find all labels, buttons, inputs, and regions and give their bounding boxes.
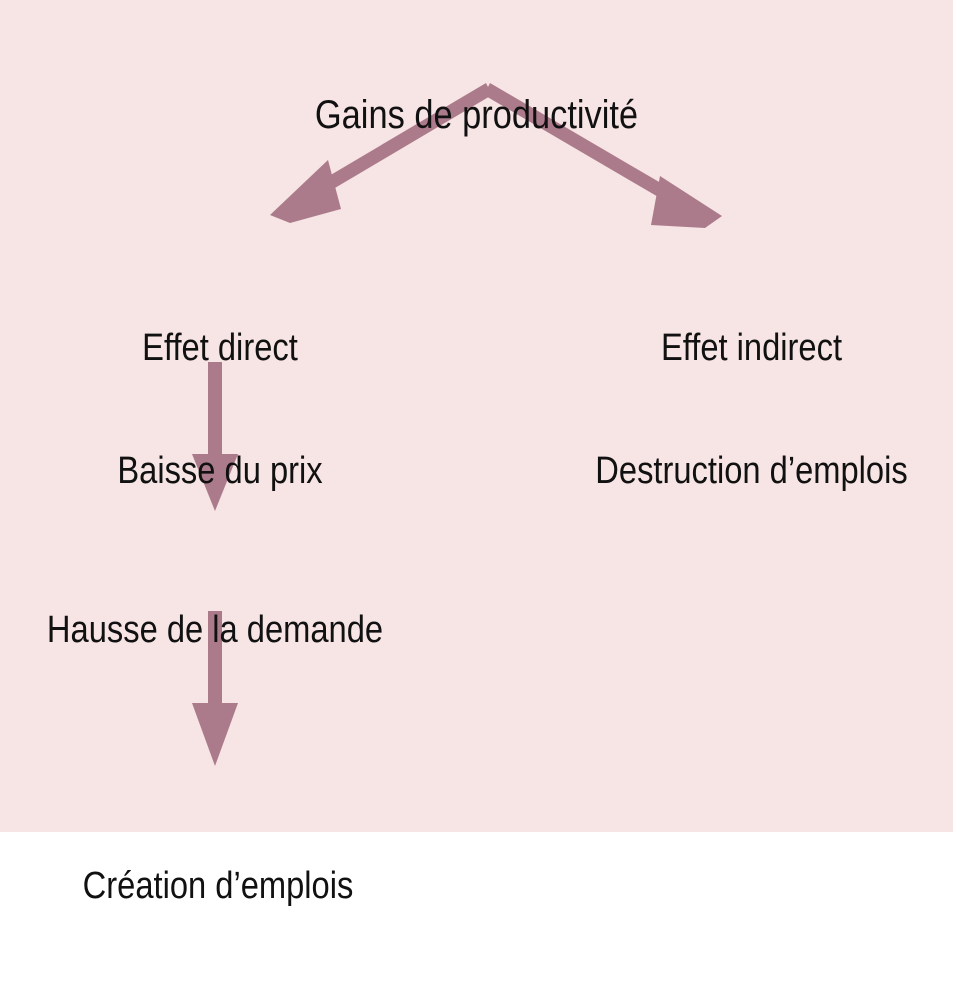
node-effet-direct: Effet direct Baisse du prix [48,246,392,574]
node-gains-de-productivite: Gains de productivité [67,8,887,224]
node-creation-demplois: Création d’emplois [46,784,390,989]
node-creation-demplois-line1: Création d’emplois [82,865,354,908]
node-hausse-de-la-demande: Hausse de la demande [43,528,387,733]
arrow-demand-to-jobs [192,611,238,766]
node-effet-indirect-line1: Effet indirect [660,327,843,370]
productivity-gains-diagram: Gains de productivité Effet direct Baiss… [0,0,953,907]
node-effet-indirect-line2: Destruction d’emplois [595,450,908,493]
node-gains-de-productivite-line1: Gains de productivité [314,93,639,138]
node-effet-direct-line2: Baisse du prix [117,450,323,493]
node-effet-indirect: Effet indirect Destruction d’emplois [578,246,925,574]
arrow-left-effect-to-demand [192,362,238,511]
arrow-root-to-left-effect [270,83,492,223]
arrow-layer [192,83,722,766]
node-effet-direct-line1: Effet direct [142,327,298,370]
node-hausse-de-la-demande-line1: Hausse de la demande [46,609,384,652]
arrow-root-to-right-effect [484,83,722,228]
